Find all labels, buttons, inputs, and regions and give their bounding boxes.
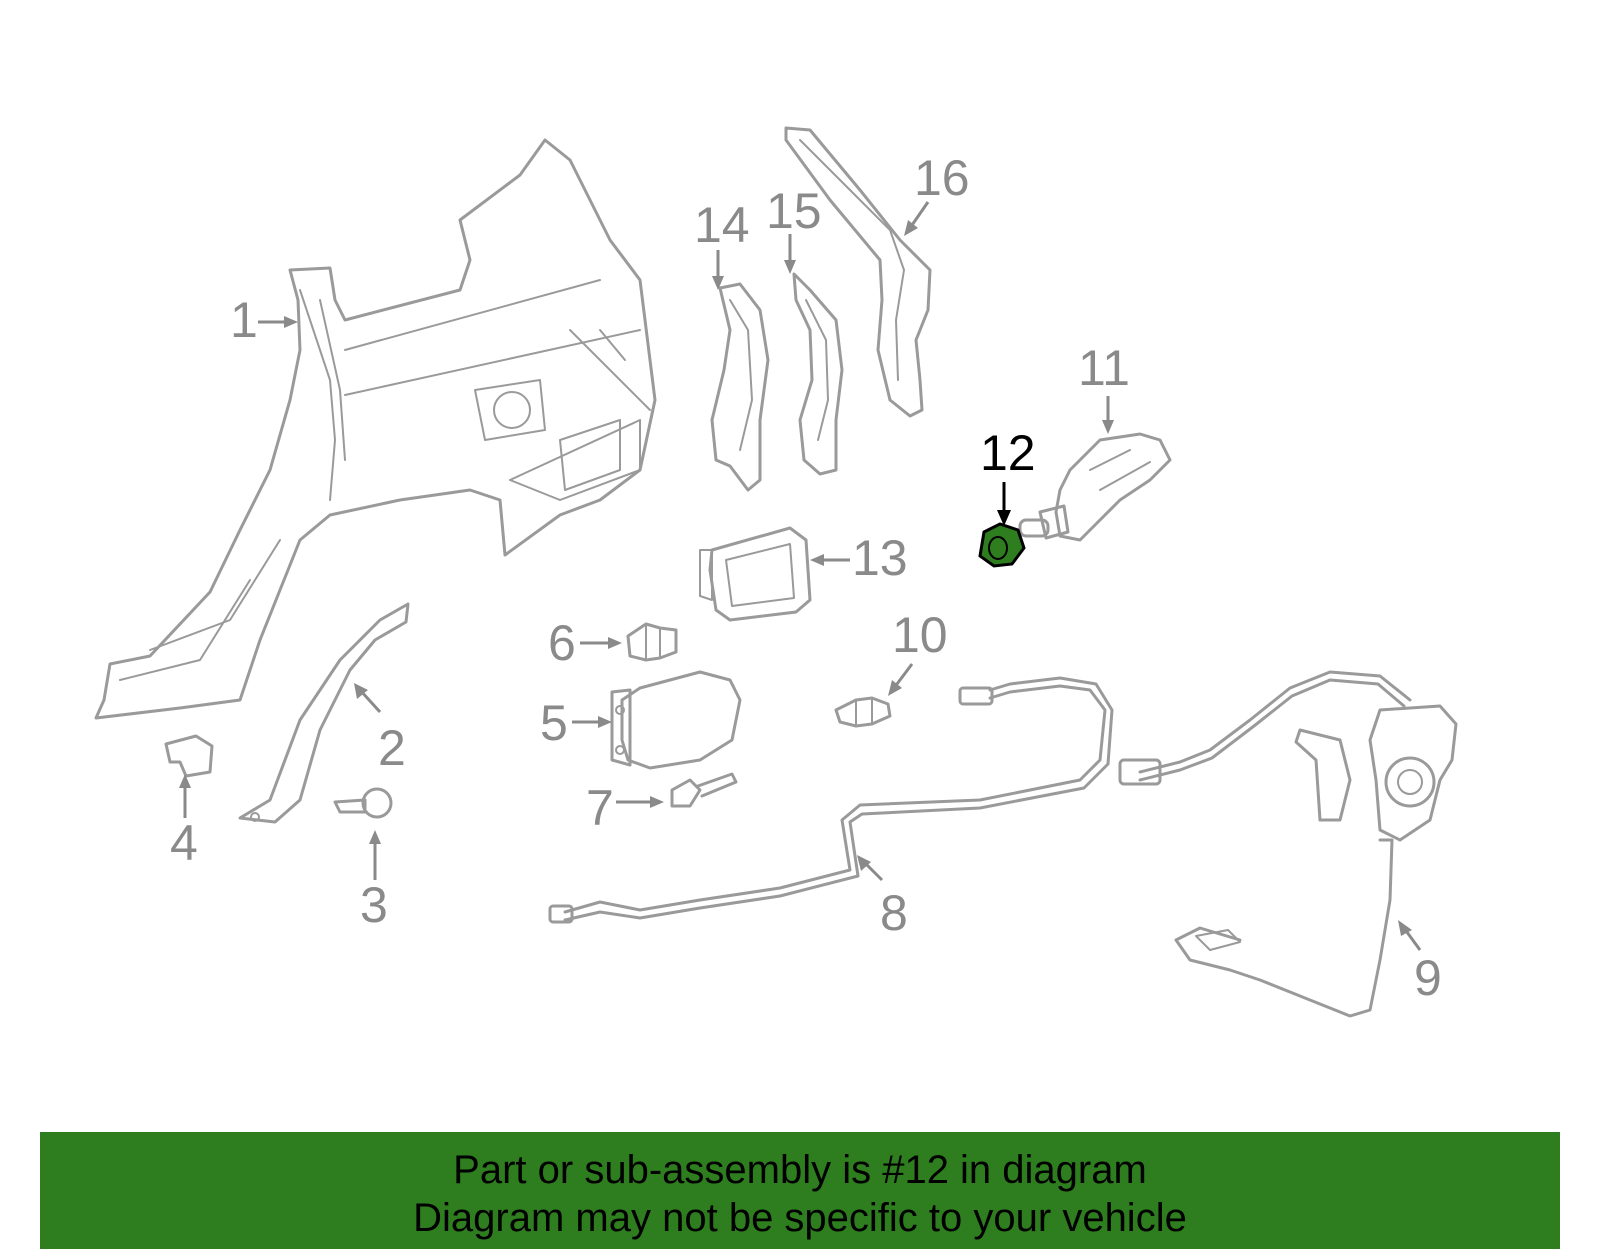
- callout-label: 4: [170, 815, 198, 871]
- callout-label: 12: [980, 425, 1036, 481]
- part-3-clip[interactable]: [333, 787, 393, 819]
- part-12-nut-highlighted[interactable]: [978, 522, 1026, 568]
- callout-14: 14: [694, 197, 750, 290]
- banner-line-disclaimer: Diagram may not be specific to your vehi…: [413, 1196, 1187, 1240]
- callout-label: 6: [548, 615, 576, 671]
- banner-line-part-number: Part or sub-assembly is #12 in diagram: [453, 1148, 1147, 1192]
- callout-label: 14: [694, 197, 750, 253]
- part-2-wheel-arch-molding[interactable]: [238, 602, 410, 824]
- callout-11: 11: [1078, 340, 1130, 434]
- callout-label: 5: [540, 695, 568, 751]
- callout-label: 8: [880, 885, 908, 941]
- callout-10: 10: [888, 607, 948, 696]
- part-10-connector[interactable]: [834, 696, 892, 728]
- callout-label: 9: [1414, 950, 1442, 1006]
- callout-label: 15: [766, 183, 822, 239]
- callout-16: 16: [904, 150, 970, 236]
- part-5-fuel-door[interactable]: [610, 670, 742, 770]
- part-4-bracket[interactable]: [164, 734, 214, 778]
- exploded-parts-diagram: 1 2 3 4: [94, 126, 1458, 1018]
- callout-12: 12: [980, 425, 1036, 526]
- callout-8: 8: [857, 855, 908, 941]
- part-6-clip[interactable]: [626, 622, 678, 662]
- part-13-fuel-door-housing[interactable]: [699, 526, 812, 622]
- part-16-pillar-reinforcement[interactable]: [784, 126, 932, 418]
- callout-7: 7: [586, 780, 664, 836]
- callout-1: 1: [230, 292, 298, 348]
- callout-label: 11: [1078, 340, 1130, 396]
- part-info-banner: Part or sub-assembly is #12 in diagram D…: [40, 1132, 1560, 1249]
- callout-label: 13: [852, 530, 908, 586]
- part-9-lock-actuator[interactable]: [1118, 670, 1458, 1018]
- callout-label: 1: [230, 292, 258, 348]
- callout-label: 16: [914, 150, 970, 206]
- part-8-release-cable[interactable]: [548, 676, 1114, 924]
- callout-label: 10: [892, 607, 948, 663]
- callout-13: 13: [810, 530, 908, 586]
- callout-15: 15: [766, 183, 822, 274]
- callout-2: 2: [354, 683, 406, 776]
- callout-6: 6: [548, 615, 622, 671]
- part-7-pin[interactable]: [670, 772, 738, 808]
- callout-label: 7: [586, 780, 614, 836]
- callout-9: 9: [1398, 920, 1442, 1006]
- callout-5: 5: [540, 695, 612, 751]
- callout-3: 3: [360, 830, 388, 933]
- part-14-inner-panel[interactable]: [710, 282, 770, 492]
- callout-label: 3: [360, 877, 388, 933]
- part-1-quarter-panel[interactable]: [94, 138, 657, 720]
- part-15-reinforcement[interactable]: [792, 272, 844, 476]
- part-11-fuel-lid-actuator[interactable]: [1018, 432, 1172, 542]
- callout-4: 4: [170, 774, 198, 871]
- callout-label: 2: [378, 720, 406, 776]
